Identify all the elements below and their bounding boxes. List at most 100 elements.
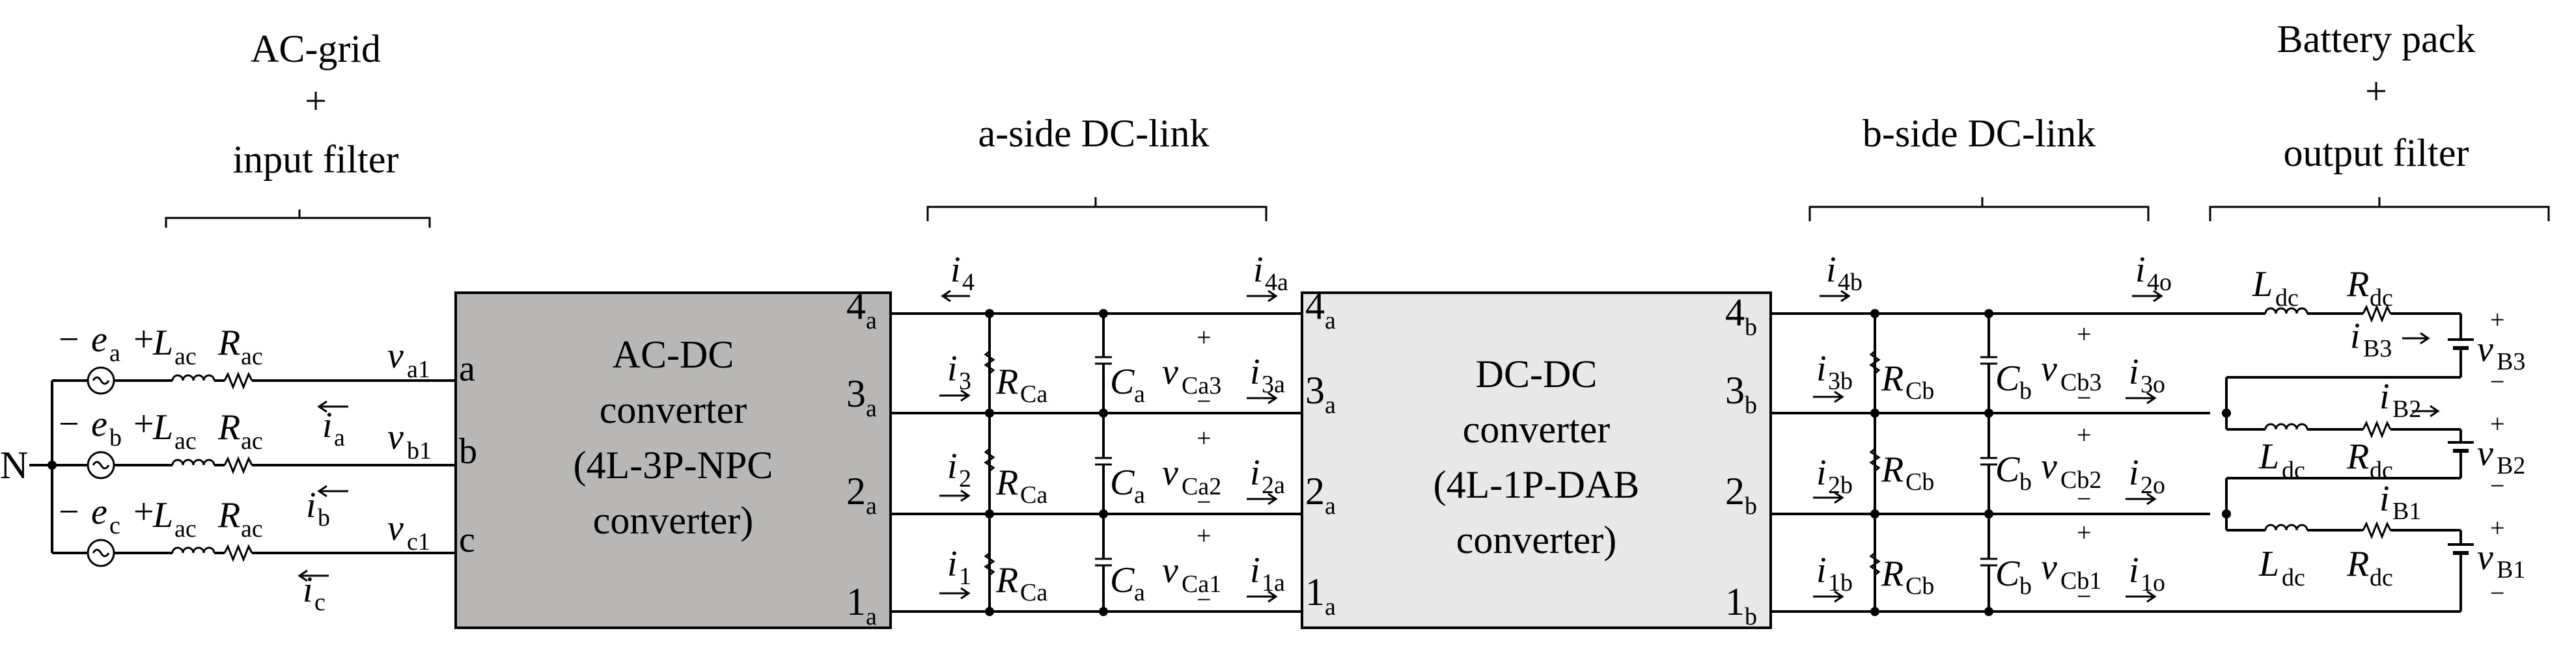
ac-dc-block-text: AC-DC converter (4L-3P-NPC converter): [574, 333, 773, 542]
a-node-1-left: 1: [846, 580, 866, 623]
svg-text:a: a: [1134, 579, 1145, 606]
svg-text:b: b: [1745, 314, 1757, 341]
battery-1-voltage: v: [2477, 537, 2493, 578]
svg-text:B2: B2: [2392, 396, 2421, 423]
svg-text:C: C: [1110, 560, 1135, 600]
battery-brace: [2209, 197, 2550, 221]
R-dc-label-2: R: [2346, 437, 2369, 477]
svg-text:B3: B3: [2497, 348, 2525, 375]
ac-dc-converter-block: [454, 291, 892, 629]
phase-a-inductor-icon: [171, 374, 215, 381]
phase-a-minus: −: [59, 319, 79, 360]
svg-text:a: a: [1325, 492, 1336, 520]
svg-text:c: c: [109, 512, 120, 539]
battery-3-icon: [2448, 338, 2474, 350]
svg-text:dc: dc: [2282, 564, 2305, 591]
b-side-label: b-side DC-link: [1863, 112, 2096, 155]
phase-a-source-label: e: [91, 319, 107, 360]
phase-c-resistor-icon: [223, 543, 253, 563]
svg-text:1a: 1a: [1262, 569, 1285, 597]
svg-text:ac: ac: [241, 343, 263, 370]
phase-a-inductor-label: L: [152, 323, 173, 363]
phase-c: [52, 539, 456, 567]
battery-2-resistor-icon: [2362, 420, 2392, 439]
phase-b: [52, 451, 456, 479]
dc-dc-line2: converter: [1463, 408, 1611, 451]
b-voltage-1: v: [2041, 547, 2057, 587]
svg-text:ac: ac: [241, 427, 263, 455]
svg-text:+: +: [133, 404, 154, 444]
a-side-label: a-side DC-link: [978, 112, 1210, 155]
svg-text:R: R: [1881, 450, 1904, 490]
svg-text:dc: dc: [2275, 284, 2299, 312]
battery-1-inductor-icon: [2264, 524, 2308, 531]
battery-2-inductor-icon: [2264, 423, 2308, 430]
ac-dc-line2: converter: [600, 388, 747, 431]
svg-text:+: +: [1197, 424, 1212, 453]
svg-text:a: a: [1134, 381, 1145, 408]
svg-text:a: a: [866, 603, 877, 630]
svg-text:Cb2: Cb2: [2060, 466, 2101, 494]
svg-text:a: a: [1325, 307, 1336, 334]
a-capacitor-2-icon: [1094, 457, 1113, 466]
b-resistor-1-icon: [1869, 552, 1881, 576]
svg-text:c1: c1: [407, 528, 430, 556]
battery-circuit: L dc R dc L dc R dc L dc R dc i B3 i B2 …: [2210, 264, 2525, 613]
ac-grid-plus: +: [305, 79, 327, 122]
a-side-dc-link: 4 a 3 a 2 a 1 a R Ca R Ca R Ca C: [846, 250, 1336, 630]
b-node-4: 4: [1725, 291, 1745, 334]
phase-a-plus: +: [133, 319, 154, 360]
L-dc-label-2: L: [2258, 437, 2279, 477]
dc-dc-line4: converter): [1456, 518, 1617, 561]
svg-text:L: L: [152, 495, 173, 535]
svg-text:Ca2: Ca2: [1182, 473, 1221, 500]
phase-a-resistor-icon: [223, 371, 253, 390]
ac-grid-subtitle: input filter: [233, 138, 399, 181]
a-current-2: i: [947, 446, 958, 487]
svg-text:−: −: [2077, 484, 2092, 513]
svg-text:−: −: [2490, 367, 2505, 396]
a-resistor-1-icon: [984, 552, 995, 576]
svg-text:Ca: Ca: [1020, 579, 1047, 606]
dc-dc-converter-block: [1301, 291, 1772, 629]
svg-text:a: a: [866, 395, 877, 422]
svg-text:dc: dc: [2370, 457, 2393, 484]
svg-text:dc: dc: [2282, 457, 2305, 484]
phase-b-resistor-icon: [223, 455, 253, 475]
svg-text:−: −: [2490, 471, 2505, 500]
svg-text:a: a: [866, 307, 877, 334]
svg-text:b: b: [109, 424, 122, 451]
svg-text:Cb3: Cb3: [2060, 369, 2101, 396]
svg-text:e: e: [91, 492, 107, 532]
a-capacitor-3-icon: [1094, 356, 1113, 365]
b-voltage-3: v: [2041, 349, 2057, 389]
svg-text:i: i: [1816, 453, 1827, 493]
svg-text:i: i: [1816, 550, 1827, 591]
phase-b-labels: − e b + L ac R ac v b1 b i b: [59, 404, 477, 532]
phase-a-resistor-label: R: [217, 323, 240, 363]
svg-text:i: i: [1826, 250, 1836, 290]
b-side-dc-link: 4 b 3 b 2 b 1 b R Cb R Cb R Cb C b C b C: [1725, 250, 2210, 630]
battery-title: Battery pack: [2277, 18, 2476, 61]
svg-text:b: b: [459, 431, 477, 472]
a-node-2-right: 2: [1305, 470, 1325, 513]
svg-text:dc: dc: [2370, 284, 2393, 312]
phase-a-voltage-label: v: [387, 336, 404, 376]
svg-text:i: i: [1816, 349, 1827, 389]
a-current-1: i: [947, 544, 958, 584]
ac-grid-circuit: N: [0, 381, 57, 553]
svg-text:+: +: [2490, 305, 2505, 334]
a-current-3a: i: [1250, 352, 1260, 392]
svg-text:2: 2: [959, 465, 971, 492]
svg-text:Ca: Ca: [1020, 481, 1047, 509]
svg-text:a: a: [1325, 392, 1336, 419]
svg-text:2o: 2o: [2140, 472, 2165, 499]
battery-3-current: i: [2350, 316, 2361, 357]
svg-text:Cb: Cb: [1905, 377, 1934, 405]
phase-a-terminal: a: [459, 349, 475, 389]
a-node-4-right: 4: [1305, 284, 1325, 327]
svg-text:−: −: [59, 404, 79, 444]
ac-dc-line3: (4L-3P-NPC: [574, 444, 773, 487]
svg-text:b: b: [1745, 392, 1757, 419]
